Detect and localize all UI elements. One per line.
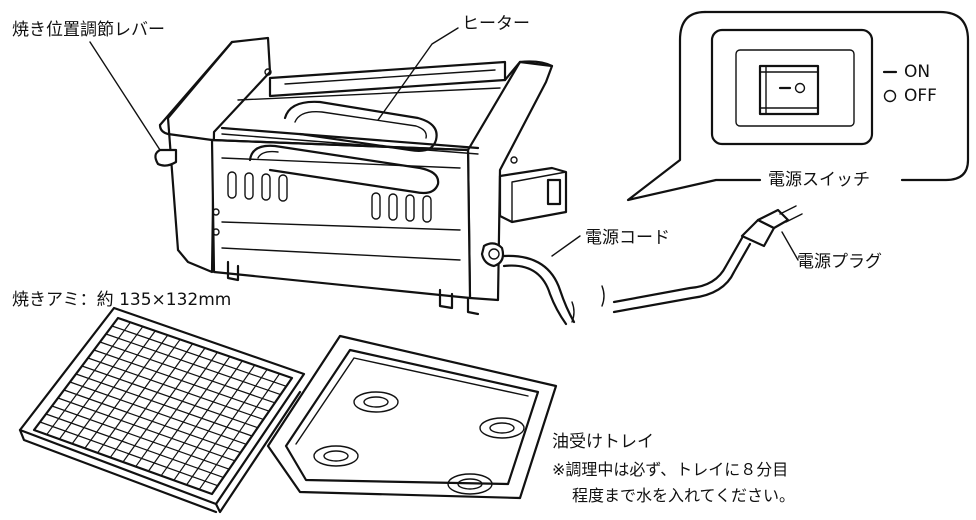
mesh-wire	[93, 349, 270, 412]
mesh-wire	[111, 325, 287, 387]
mesh-wire	[81, 365, 258, 429]
mesh-wire	[147, 356, 231, 472]
lever-label: 焼き位置調節レバー	[12, 20, 165, 40]
power-switch-label: 電源スイッチ	[768, 170, 870, 190]
mesh-wire	[99, 341, 276, 404]
mesh-wire	[105, 333, 281, 396]
heater-label: ヒーター	[462, 14, 530, 34]
usage-note-line1: ※調理中は必ず、トレイに８分目	[552, 460, 789, 479]
oil-tray	[266, 334, 558, 500]
mesh-wire	[135, 351, 218, 467]
usage-note-line2: 程度まで水を入れてください。	[572, 486, 796, 505]
mesh-wire	[198, 373, 281, 490]
mesh-wire	[87, 357, 264, 420]
switch-callout	[626, 10, 970, 202]
mesh-wire	[173, 364, 256, 481]
oil-tray-label: 油受けトレイ	[552, 432, 654, 452]
switch-off-label: OFF	[904, 86, 937, 106]
power-cord-label: 電源コード	[585, 228, 670, 248]
leader-lines	[89, 27, 799, 261]
switch-on-label: ON	[904, 62, 931, 82]
grill-net-label: 焼きアミ：約 135×132mm	[12, 290, 232, 310]
grill-unit	[154, 36, 568, 316]
mesh-wire	[122, 347, 206, 463]
grill-net	[18, 306, 306, 514]
power-plug-label: 電源プラグ	[797, 252, 882, 272]
mesh-wire	[186, 369, 268, 486]
mesh-wire	[160, 360, 243, 477]
power-cord	[502, 205, 803, 326]
